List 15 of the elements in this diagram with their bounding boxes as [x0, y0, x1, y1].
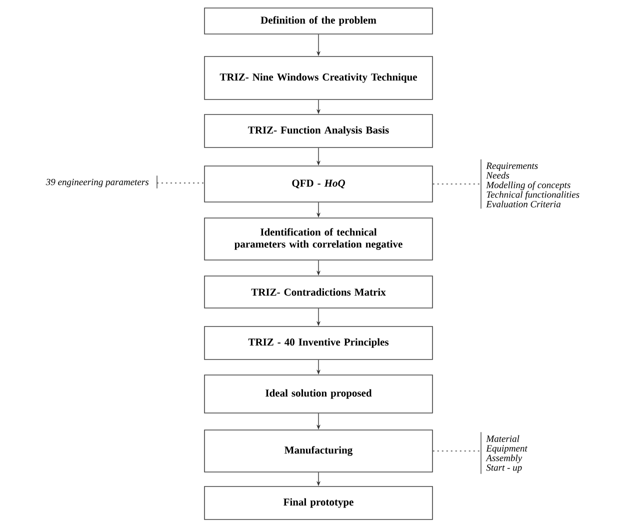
process-box: TRIZ- Function Analysis Basis — [204, 114, 433, 148]
process-box: TRIZ- Nine Windows Creativity Technique — [204, 56, 433, 100]
annotation-text: Requirements Needs Modelling of concepts Technical functionalities Evaluation Criteria — [486, 162, 580, 208]
process-box: QFD - HoQ — [204, 166, 433, 202]
process-box: Final prototype — [204, 486, 433, 520]
process-box: TRIZ- Contradictions Matrix — [204, 276, 433, 308]
process-box: TRIZ - 40 Inventive Principles — [204, 326, 433, 360]
process-box: Ideal solution proposed — [204, 374, 433, 414]
annotation-text: 39 engineering parameters — [46, 178, 149, 188]
leader-line — [156, 182, 204, 184]
process-box: Identification of technical parameters with correlation negative — [204, 218, 433, 260]
process-box: Manufacturing — [204, 430, 433, 472]
leader-line — [432, 450, 482, 452]
process-box: Definition of the problem — [204, 8, 433, 34]
annotation-text: Material Equipment Assembly Start - up — [486, 435, 528, 473]
